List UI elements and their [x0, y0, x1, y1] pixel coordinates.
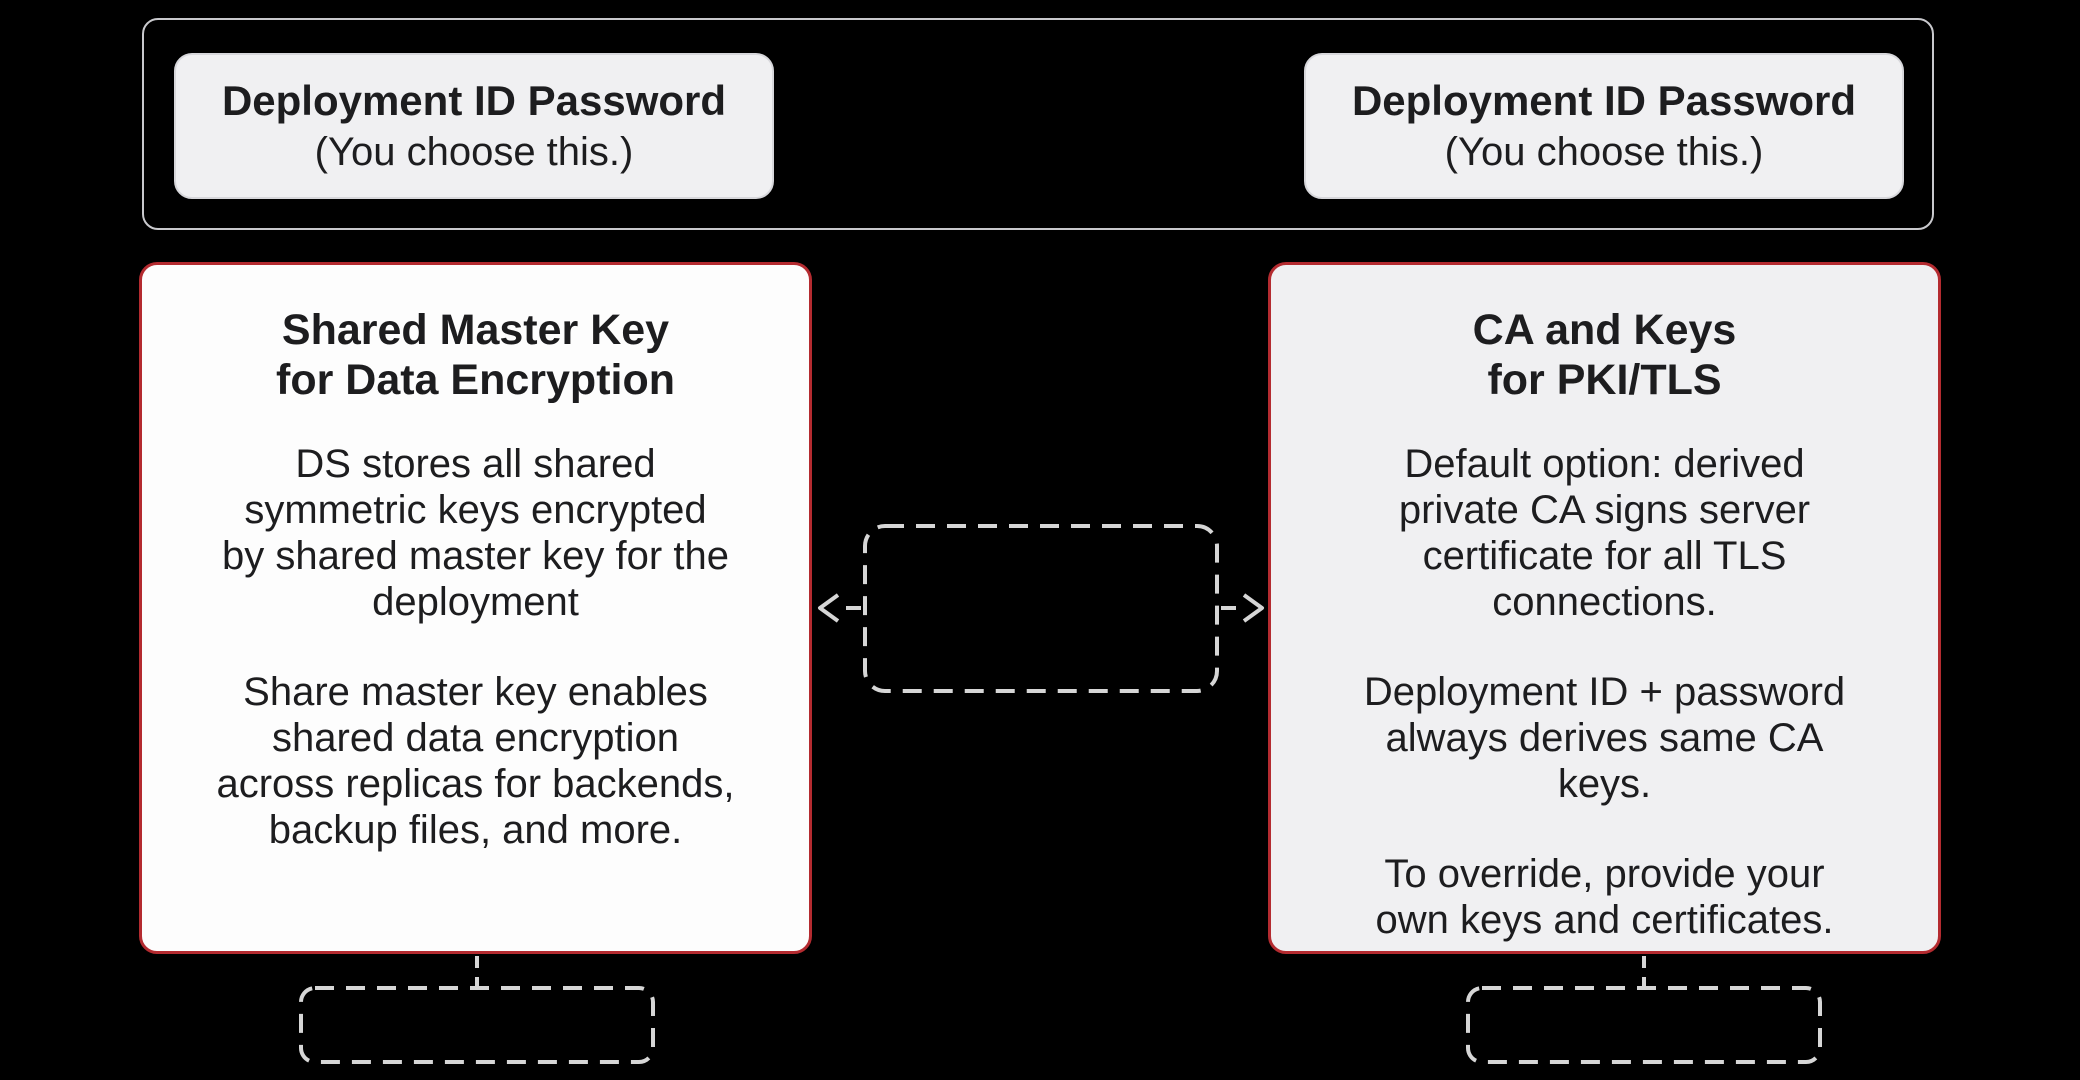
shared-master-key-card: Shared Master Key for Data Encryption DS… [139, 262, 812, 954]
ca-keys-para-2: Deployment ID + password always derives … [1363, 670, 1846, 806]
deployment-password-card-left: Deployment ID Password (You choose this.… [174, 53, 774, 199]
bottom-right-dashed-box [1466, 986, 1822, 1064]
deployment-password-subtitle: (You choose this.) [314, 130, 634, 174]
deployment-password-container [142, 18, 1934, 230]
center-dashed-box [863, 524, 1219, 693]
deployment-password-card-right: Deployment ID Password (You choose this.… [1304, 53, 1904, 199]
shared-master-key-para-1: DS stores all shared symmetric keys encr… [222, 442, 729, 624]
shared-master-key-title: Shared Master Key for Data Encryption [276, 306, 675, 404]
deployment-password-title: Deployment ID Password [1351, 77, 1857, 124]
arrow-left-icon [818, 593, 861, 623]
deployment-password-title: Deployment ID Password [221, 77, 727, 124]
ca-keys-title: CA and Keys for PKI/TLS [1472, 306, 1737, 404]
arrow-right-icon [1221, 593, 1264, 623]
ca-keys-card: CA and Keys for PKI/TLS Default option: … [1268, 262, 1941, 954]
deployment-password-subtitle: (You choose this.) [1444, 130, 1764, 174]
ca-keys-para-1: Default option: derived private CA signs… [1398, 442, 1811, 624]
shared-master-key-para-2: Share master key enables shared data enc… [216, 670, 735, 852]
bottom-left-dashed-box [299, 986, 655, 1064]
ca-keys-para-3: To override, provide your own keys and c… [1375, 852, 1834, 942]
